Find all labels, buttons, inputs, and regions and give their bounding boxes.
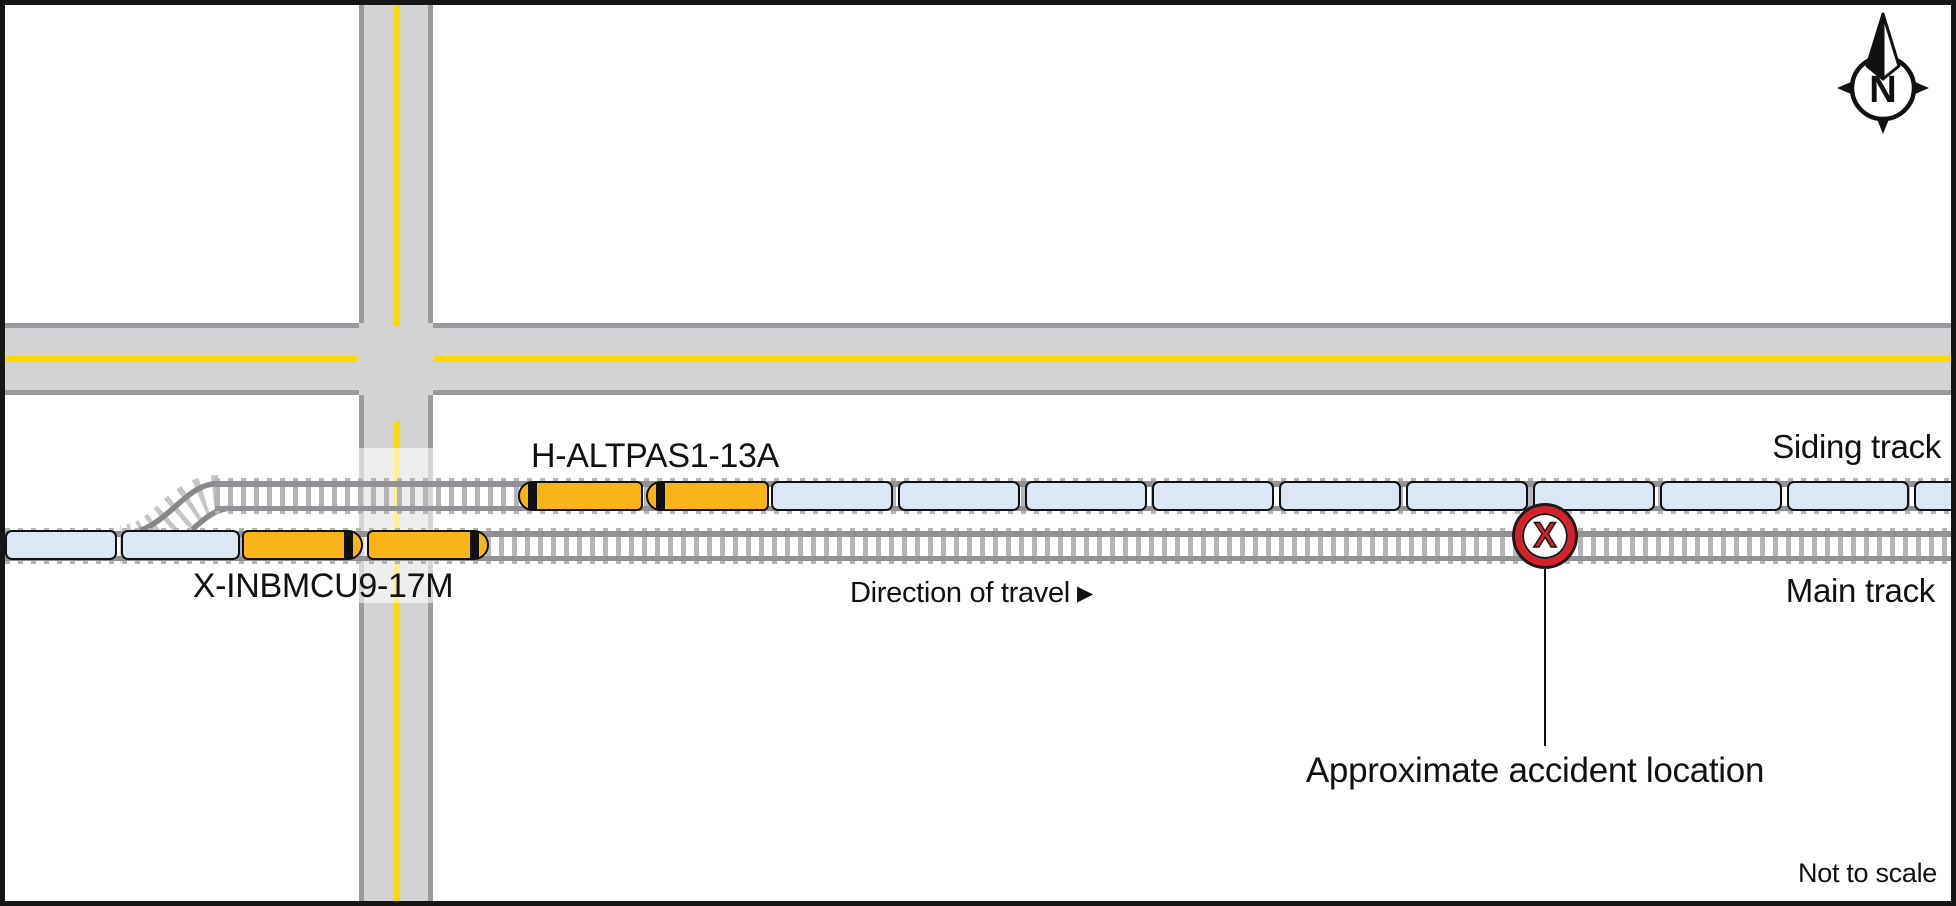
- horizontal-road-edge-top-left: [5, 323, 359, 328]
- horizontal-road-edge-bottom-left: [5, 390, 359, 395]
- main-track-label: Main track: [1785, 572, 1936, 609]
- siding-track-rail-north: [215, 481, 1951, 487]
- siding-track-rail-south: [215, 505, 1951, 511]
- accident-leader-line: [1544, 566, 1546, 746]
- horizontal-road-centerline-right: [434, 356, 1951, 362]
- vertical-road-centerline-north: [394, 5, 400, 326]
- accident-location-label: Approximate accident location: [1305, 751, 1765, 790]
- main-track-rail-south: [5, 555, 1951, 561]
- svg-text:N: N: [1869, 69, 1896, 111]
- vertical-road-edge-left-north: [359, 5, 364, 323]
- train-label-siding: H-ALTPAS1-13A: [530, 437, 780, 475]
- horizontal-road-edge-top-right: [433, 323, 1951, 328]
- main-track-rail-north: [5, 531, 1951, 537]
- siding-track-label: Siding track: [1772, 428, 1941, 465]
- direction-arrow-icon: ▶: [1076, 582, 1093, 605]
- grade-crossing-pad: [359, 448, 433, 603]
- compass-north-icon: N: [1837, 12, 1929, 134]
- vertical-road-edge-right-north: [428, 5, 433, 323]
- horizontal-road-edge-bottom-right: [433, 390, 1951, 395]
- horizontal-road-centerline-left: [5, 356, 357, 362]
- vertical-road-edge-left-south: [359, 395, 364, 901]
- accident-location-marker: X: [1515, 506, 1575, 566]
- direction-of-travel-label: Direction of travel ▶: [850, 577, 1093, 610]
- direction-of-travel-text: Direction of travel: [850, 577, 1070, 609]
- vertical-road-edge-right-south: [428, 395, 433, 901]
- not-to-scale-label: Not to scale: [1798, 858, 1937, 888]
- train-label-main: X-INBMCU9-17M: [192, 567, 454, 605]
- accident-x-glyph: X: [1533, 515, 1558, 555]
- vertical-road-centerline-south: [394, 421, 400, 901]
